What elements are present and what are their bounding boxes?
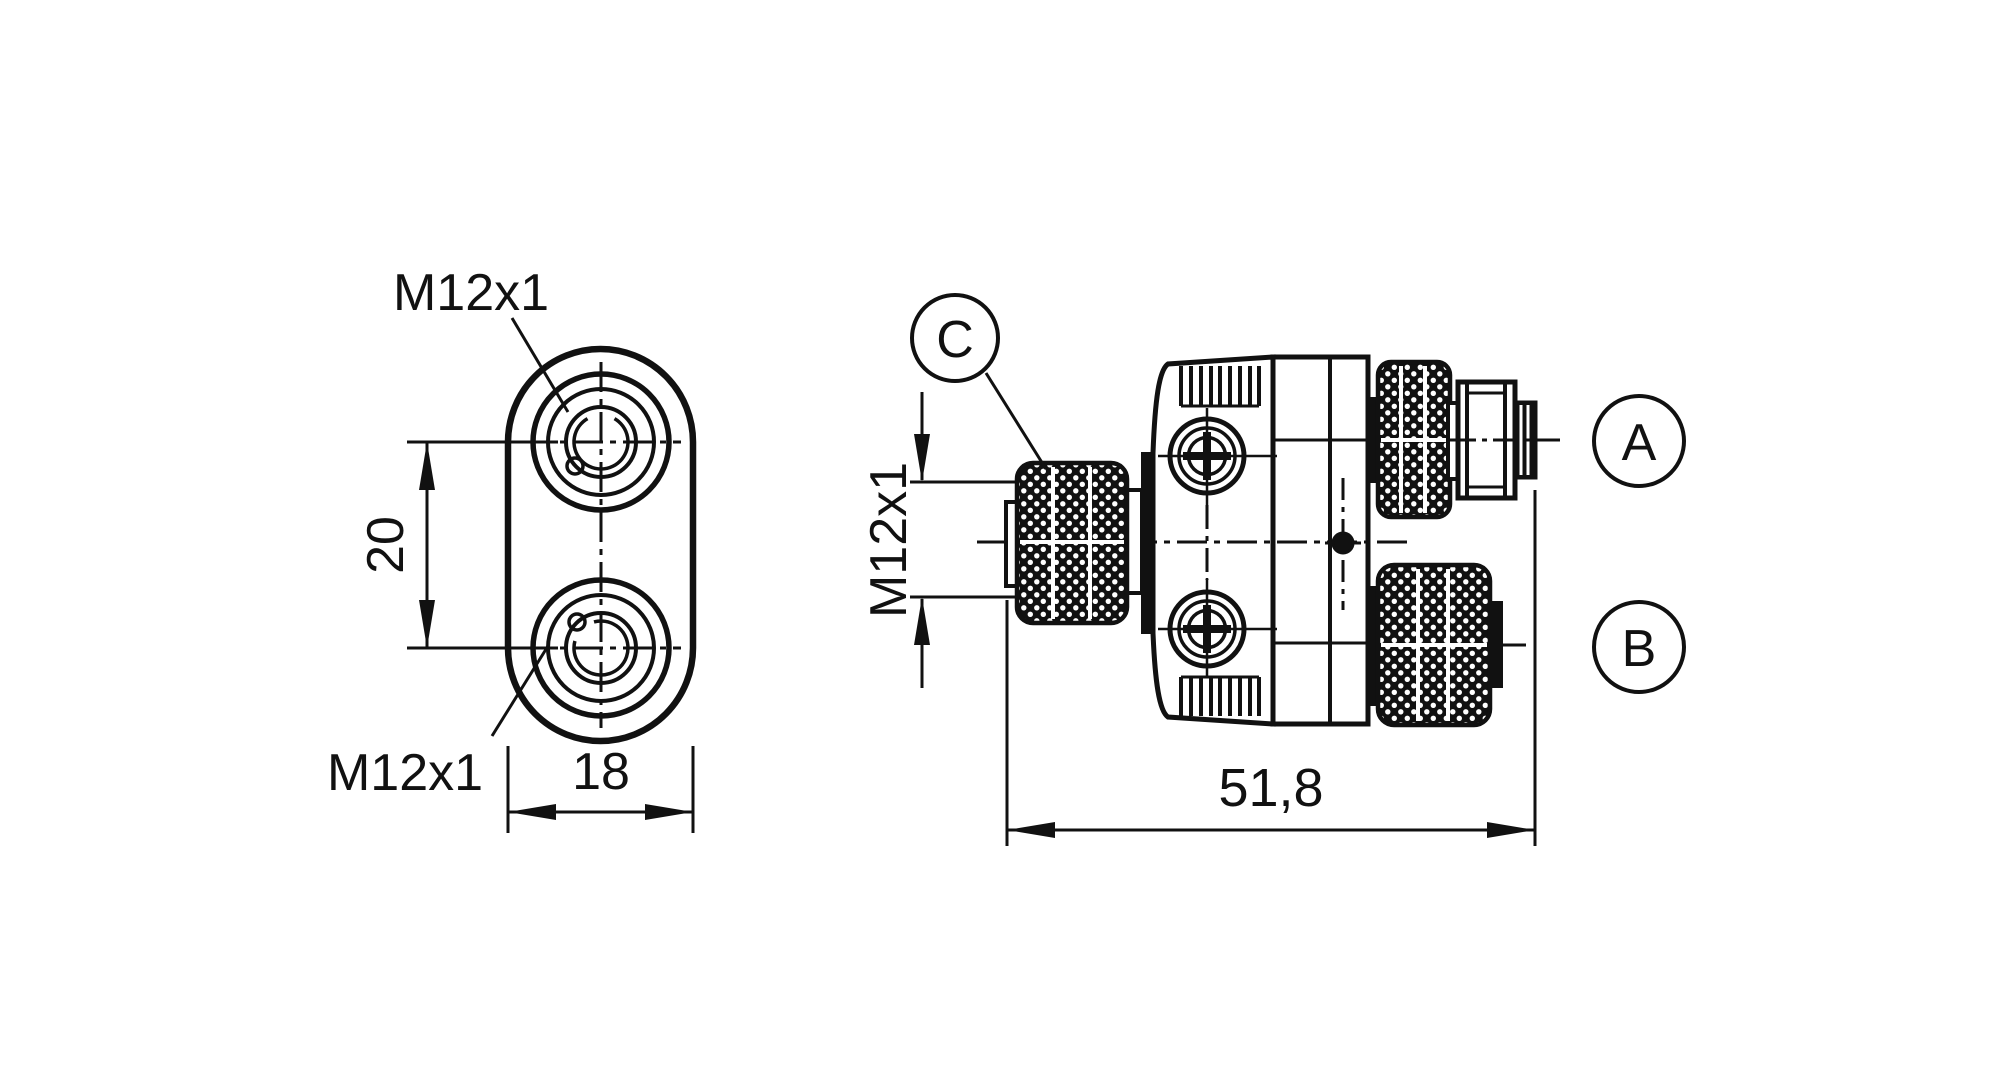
- dimension-width: [506, 746, 695, 833]
- screw-top: [1158, 408, 1277, 507]
- port-badge-c: [910, 293, 1048, 470]
- front-view: 20 18 M12x1 M12x1: [327, 264, 697, 833]
- dimension-center-distance: [407, 440, 558, 650]
- screw-bottom: [1158, 578, 1277, 677]
- leader-top: [510, 317, 570, 413]
- port-badge-b: [1592, 600, 1686, 694]
- side-view: M12x1 51,8 C A B: [860, 293, 1686, 846]
- leader-bottom: [490, 645, 550, 737]
- dim-label-width: 18: [572, 743, 630, 801]
- center-mark: [1325, 478, 1361, 610]
- dimension-thread-c: [910, 392, 1015, 688]
- dim-label-thread-c: M12x1: [860, 462, 918, 618]
- center-lines: [523, 362, 681, 728]
- port-badge-a: [1592, 394, 1686, 488]
- rib-bottom: [1179, 675, 1261, 716]
- keyway-circle: [567, 612, 587, 632]
- port-a-connector: [1367, 359, 1560, 520]
- keyway-circle: [565, 456, 585, 476]
- dim-label-center-distance: 20: [357, 516, 415, 574]
- port-b-connector: [1369, 562, 1526, 728]
- port-badge-c-label: C: [936, 311, 974, 369]
- rib-top: [1179, 366, 1261, 408]
- dim-label-overall-length: 51,8: [1218, 758, 1323, 818]
- thread-label-top: M12x1: [393, 264, 549, 322]
- housing-outline: [504, 345, 697, 745]
- port-badge-a-label: A: [1622, 414, 1657, 472]
- port-badge-b-label: B: [1622, 620, 1657, 678]
- port-c-connector: [1004, 452, 1154, 634]
- dimension-overall-length: [1005, 490, 1537, 846]
- thread-label-bottom: M12x1: [327, 744, 483, 802]
